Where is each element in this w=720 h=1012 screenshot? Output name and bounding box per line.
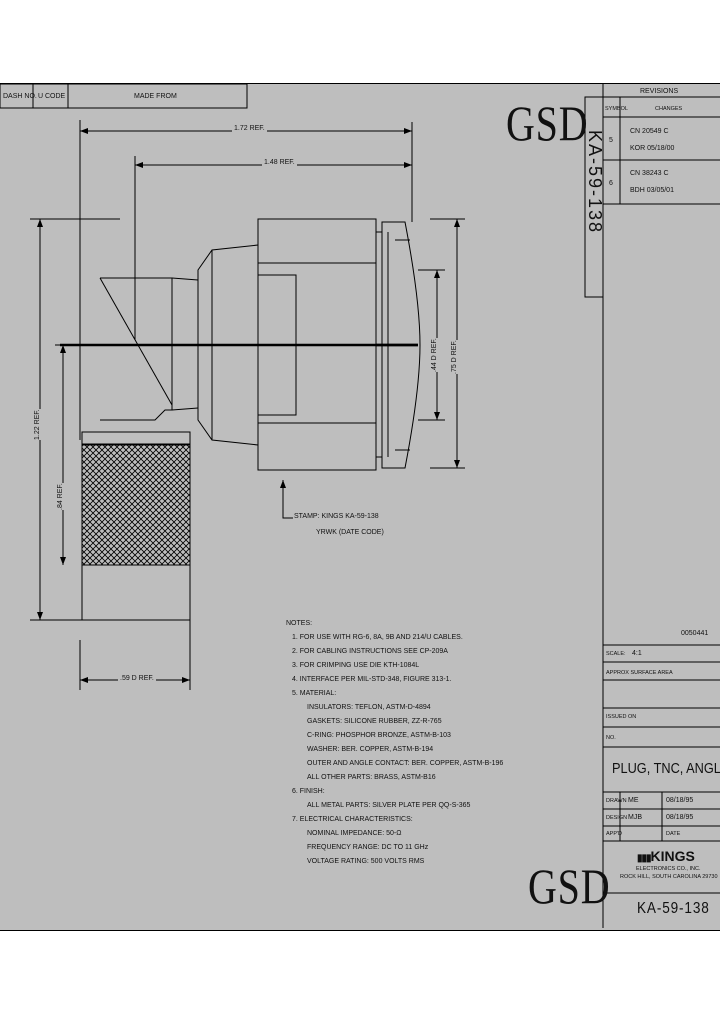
note-line: 5. MATERIAL:	[292, 690, 337, 697]
part-number: KA-59-138	[637, 900, 710, 917]
stamp-text: YRWK (DATE CODE)	[316, 529, 384, 536]
part-number-vertical: KA-59-138	[585, 130, 605, 235]
gsd-mark-top: GSD	[506, 95, 589, 151]
scale-value: 4:1	[632, 650, 642, 657]
drawn-date: 08/18/95	[666, 797, 694, 804]
company-line: ROCK HILL, SOUTH CAROLINA 29730	[620, 874, 718, 880]
made-from-label: MADE FROM	[134, 93, 177, 100]
no-label: NO.	[606, 735, 616, 741]
note-line: ALL METAL PARTS: SILVER PLATE PER QQ-S-3…	[307, 802, 471, 809]
dimension-label: 1.48 REF.	[262, 159, 297, 166]
note-line: C-RING: PHOSPHOR BRONZE, ASTM-B-103	[307, 732, 451, 739]
note-line: 2. FOR CABLING INSTRUCTIONS SEE CP-209A	[292, 648, 448, 655]
note-line: FREQUENCY RANGE: DC TO 11 GHz	[307, 844, 429, 851]
u-code-label: U CODE	[38, 93, 66, 100]
revision-line: BDH 03/05/01	[630, 187, 674, 194]
company-logo: ▮▮▮KINGS	[637, 848, 695, 864]
issued-label: ISSUED ON	[606, 714, 637, 720]
company-logo-text: KINGS	[650, 848, 695, 864]
appd-label: APP'D	[606, 831, 623, 837]
note-line: ALL OTHER PARTS: BRASS, ASTM-B16	[307, 774, 436, 781]
notes-heading: NOTES:	[286, 620, 313, 627]
note-line: 4. INTERFACE PER MIL-STD-348, FIGURE 313…	[292, 676, 452, 683]
drawn-label: DRAWN	[606, 798, 627, 804]
gsd-mark-bottom: GSD	[528, 858, 611, 914]
revision-line: CN 38243 C	[630, 170, 669, 177]
note-line: 3. FOR CRIMPING USE DIE KTH-1084L	[292, 662, 420, 669]
design-by: MJB	[628, 814, 642, 821]
dimension-label: .84 REF.	[57, 483, 64, 510]
dimension-label: .44 D REF.	[431, 338, 438, 372]
drawing-code: 0050441	[681, 630, 709, 637]
revision-line: KOR 05/18/00	[630, 145, 675, 152]
note-line: 1. FOR USE WITH RG-6, 8A, 9B AND 214/U C…	[292, 634, 463, 641]
approx-surface-label: APPROX SURFACE AREA	[606, 670, 673, 676]
note-line: 7. ELECTRICAL CHARACTERISTICS:	[292, 816, 413, 823]
scale-label: SCALE:	[606, 651, 626, 657]
dimension-label: .75 D REF.	[451, 340, 458, 374]
revision-symbol: 5	[609, 137, 613, 144]
knurl-pattern	[82, 445, 190, 565]
part-title: PLUG, TNC, ANGLE	[612, 760, 720, 777]
revisions-header: REVISIONS	[640, 88, 679, 95]
date-label: DATE	[666, 831, 681, 837]
dash-no-label: DASH NO.	[3, 93, 37, 100]
design-label: DESIGN	[606, 815, 628, 821]
note-line: 6. FINISH:	[292, 788, 325, 795]
dimension-label: 1.22 REF.	[34, 409, 41, 440]
revision-symbol: 6	[609, 180, 613, 187]
revisions-symbol-col: SYMBOL	[605, 106, 628, 112]
logo-mark-icon: ▮▮▮	[637, 853, 651, 864]
revision-line: CN 20549 C	[630, 128, 669, 135]
note-line: OUTER AND ANGLE CONTACT: BER. COPPER, AS…	[307, 760, 504, 767]
note-line: INSULATORS: TEFLON, ASTM-D-4894	[307, 704, 431, 711]
note-line: NOMINAL IMPEDANCE: 50-Ω	[307, 830, 402, 837]
note-line: VOLTAGE RATING: 500 VOLTS RMS	[307, 858, 425, 865]
note-line: WASHER: BER. COPPER, ASTM-B-194	[307, 746, 434, 753]
stamp-text: STAMP: KINGS KA-59-138	[294, 513, 379, 520]
company-line: ELECTRONICS CO., INC.	[636, 866, 701, 872]
dimension-label: 1.72 REF.	[232, 125, 267, 132]
revisions-changes-col: CHANGES	[655, 106, 683, 112]
drawn-by: ME	[628, 797, 639, 804]
note-line: GASKETS: SILICONE RUBBER, ZZ-R-765	[307, 718, 442, 725]
design-date: 08/18/95	[666, 814, 694, 821]
dimension-label: .59 D REF.	[118, 675, 156, 682]
